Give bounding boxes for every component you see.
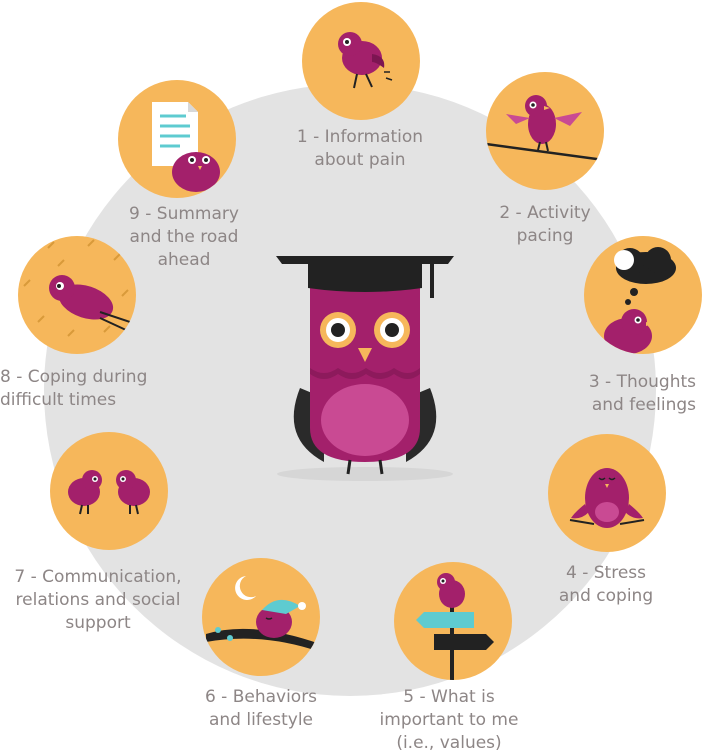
module-5-circle (394, 562, 512, 680)
document-bird-icon (152, 102, 220, 192)
module-1-label: 1 - Information about pain (296, 127, 424, 170)
module-9-label: 9 - Summary and the road ahead (129, 204, 239, 270)
sleeping-bird-icon (206, 576, 320, 652)
meditating-bird-icon (569, 468, 645, 528)
thinking-bird-icon (604, 247, 676, 354)
module-4-circle (548, 434, 666, 552)
module-7-label: 7 - Communication, relations and social … (14, 567, 182, 633)
walking-bird-icon (330, 32, 393, 89)
module-8-label: 8 - Coping during difficult times (0, 367, 148, 410)
balancing-bird-icon (486, 95, 604, 162)
module-2-circle (486, 72, 604, 190)
module-8-circle (18, 236, 136, 354)
module-1-circle (302, 2, 420, 120)
graduate-owl-icon (276, 256, 454, 481)
signpost-bird-icon (416, 573, 494, 680)
module-9-circle (118, 80, 236, 198)
module-6-circle (202, 558, 320, 676)
module-2-label: 2 - Activity pacing (499, 203, 591, 246)
module-5-label: 5 - What is important to me (i.e., value… (379, 687, 519, 753)
module-4-label: 4 - Stress and coping (558, 563, 654, 606)
module-3-circle (584, 236, 702, 354)
two-birds-icon (68, 470, 150, 515)
module-3-label: 3 - Thoughts and feelings (588, 372, 696, 415)
module-7-circle (50, 432, 168, 550)
module-6-label: 6 - Behaviors and lifestyle (204, 687, 318, 730)
rain-bird-icon (23, 239, 131, 337)
